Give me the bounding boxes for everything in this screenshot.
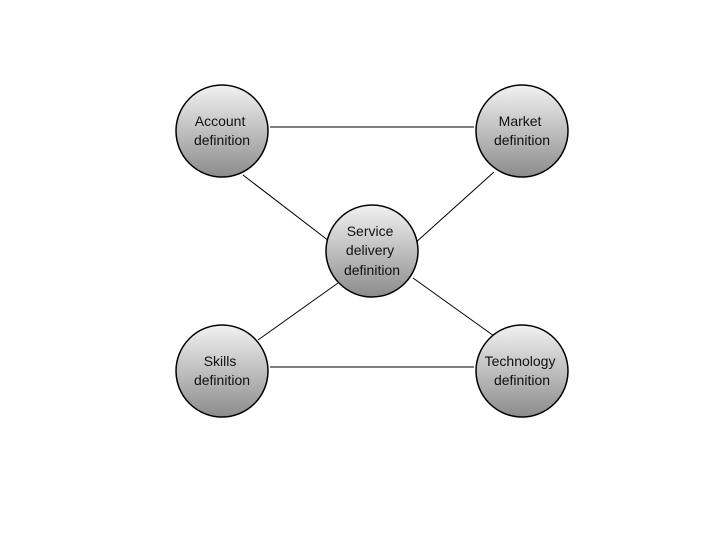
node-account-label: Account definition [194,113,250,148]
node-skills-label: Skills definition [194,353,250,388]
edge-account-service [242,174,330,242]
node-account-circle [175,84,269,178]
node-technology-circle [475,324,569,418]
node-market-label: Market definition [494,113,550,148]
node-service-label: Service delivery definition [344,223,400,278]
node-skills-circle [175,324,269,418]
node-technology-label: Technology definition [485,353,560,388]
edge-service-skills [257,282,339,341]
node-market: Market definition [475,84,569,178]
edge-service-technology [412,277,495,337]
node-skills: Skills definition [175,324,269,418]
node-account: Account definition [175,84,269,178]
node-technology: Technology definition [475,324,569,418]
node-service: Service delivery definition [325,204,419,298]
node-market-circle [475,84,569,178]
node-service-circle [325,204,419,298]
edge-market-service [413,171,495,245]
connectors [242,126,495,368]
